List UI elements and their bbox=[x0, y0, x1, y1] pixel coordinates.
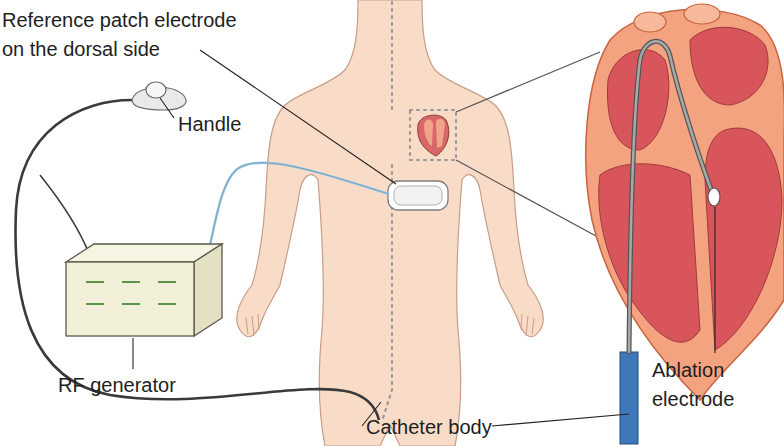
catheter-handle bbox=[132, 82, 186, 110]
catheter-in-heart bbox=[629, 41, 712, 352]
generator-cable bbox=[40, 175, 90, 256]
callout-label: Catheter body bbox=[366, 413, 492, 442]
callout-label: Reference patch electrode on the dorsal … bbox=[2, 6, 264, 64]
patch-cable bbox=[196, 163, 389, 292]
finger-lines bbox=[246, 314, 534, 336]
zoom-lines bbox=[456, 52, 600, 236]
patch-cable-edge bbox=[196, 163, 389, 292]
rf-generator-box bbox=[66, 244, 222, 336]
ablation-electrode-tip bbox=[708, 188, 720, 206]
leader-lines bbox=[133, 50, 715, 426]
catheter-highlight bbox=[629, 41, 712, 352]
patch-electrode bbox=[388, 181, 448, 210]
body-silhouette bbox=[237, 0, 543, 446]
callout-label: Ablation electrode bbox=[652, 356, 780, 414]
catheter-cable bbox=[15, 100, 379, 420]
catheter-route bbox=[383, 2, 456, 418]
heart-detail bbox=[586, 4, 784, 400]
small-heart bbox=[418, 115, 449, 156]
callout-label: Handle bbox=[178, 110, 241, 139]
callout-label: RF generator bbox=[58, 371, 176, 400]
sheath bbox=[620, 352, 638, 444]
